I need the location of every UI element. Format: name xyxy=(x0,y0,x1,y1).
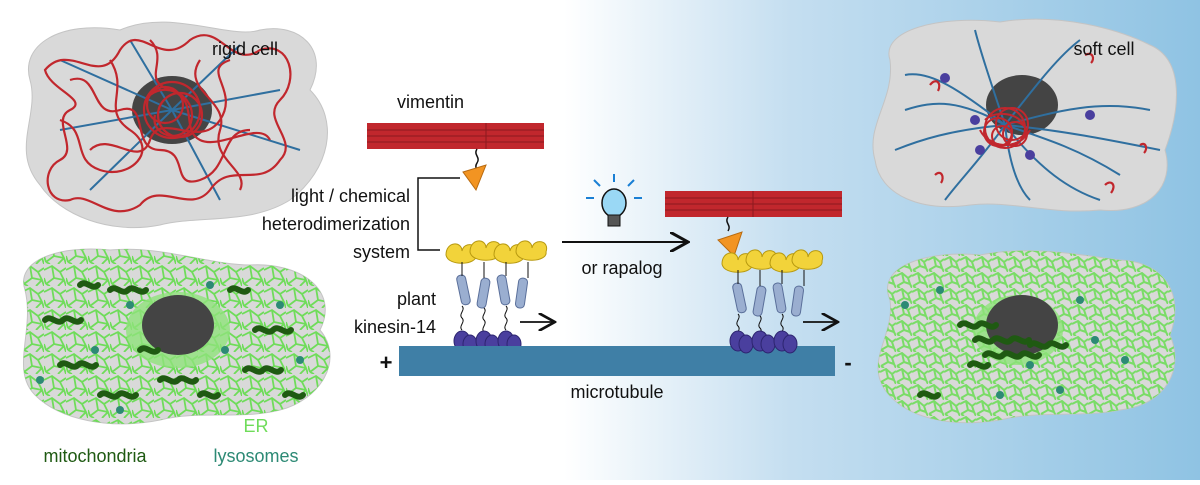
light-bulb-icon xyxy=(586,174,642,227)
heterodimerization-label: heterodimerization xyxy=(262,214,410,234)
soft-cell-collapsed-vimentin xyxy=(979,107,1031,149)
soft-cell-vimentin-fragments xyxy=(929,52,1148,194)
orange-tag-left xyxy=(462,164,487,192)
bulb-rays xyxy=(586,174,642,199)
soft-cell: soft cell xyxy=(872,18,1177,212)
soft-organelle-cell xyxy=(877,250,1176,424)
lysosomes-label: lysosomes xyxy=(213,446,298,466)
mitochondria-label: mitochondria xyxy=(43,446,147,466)
plus-end-label: + xyxy=(380,350,393,375)
soft-cell-label: soft cell xyxy=(1073,39,1134,59)
stalks-left xyxy=(456,274,529,309)
or-rapalog-label: or rapalog xyxy=(581,258,662,278)
rigid-cell: rigid cell xyxy=(25,21,328,229)
lysosomes-right xyxy=(901,286,1129,399)
system-label: system xyxy=(353,242,410,262)
bracket-line xyxy=(417,177,460,251)
light-chemical-label: light / chemical xyxy=(291,186,410,206)
vimentin-label: vimentin xyxy=(397,92,464,112)
plant-label: plant xyxy=(397,289,436,309)
vimentin-linker-right xyxy=(726,216,730,232)
rigid-cell-label: rigid cell xyxy=(212,39,278,59)
yellow-tags-right xyxy=(721,249,824,273)
minus-end-label: - xyxy=(844,350,851,375)
kinesin-complex-right xyxy=(721,249,824,354)
soft-cell-motors xyxy=(940,73,1095,160)
lysosomes-left xyxy=(36,281,304,414)
orange-tag-right xyxy=(717,231,743,257)
mitochondria-right xyxy=(917,320,1069,400)
rigid-organelle-cell xyxy=(23,248,331,425)
mitochondria-left xyxy=(42,280,306,400)
rigid-organelle-nucleus xyxy=(142,295,214,355)
yellow-tags-left xyxy=(445,240,548,264)
vimentin-filament-left xyxy=(367,123,544,149)
stalks-right xyxy=(732,282,805,317)
coiled-linkers-left xyxy=(460,262,529,333)
vimentin-filament-right xyxy=(665,191,842,217)
kinesin-label: kinesin-14 xyxy=(354,317,436,337)
microtubule-label: microtubule xyxy=(570,382,663,402)
rigid-cell-vimentin-network xyxy=(43,34,292,213)
motor-heads-right xyxy=(729,330,798,354)
er-label: ER xyxy=(243,416,268,436)
mitochondria-cristae-left xyxy=(44,317,292,333)
